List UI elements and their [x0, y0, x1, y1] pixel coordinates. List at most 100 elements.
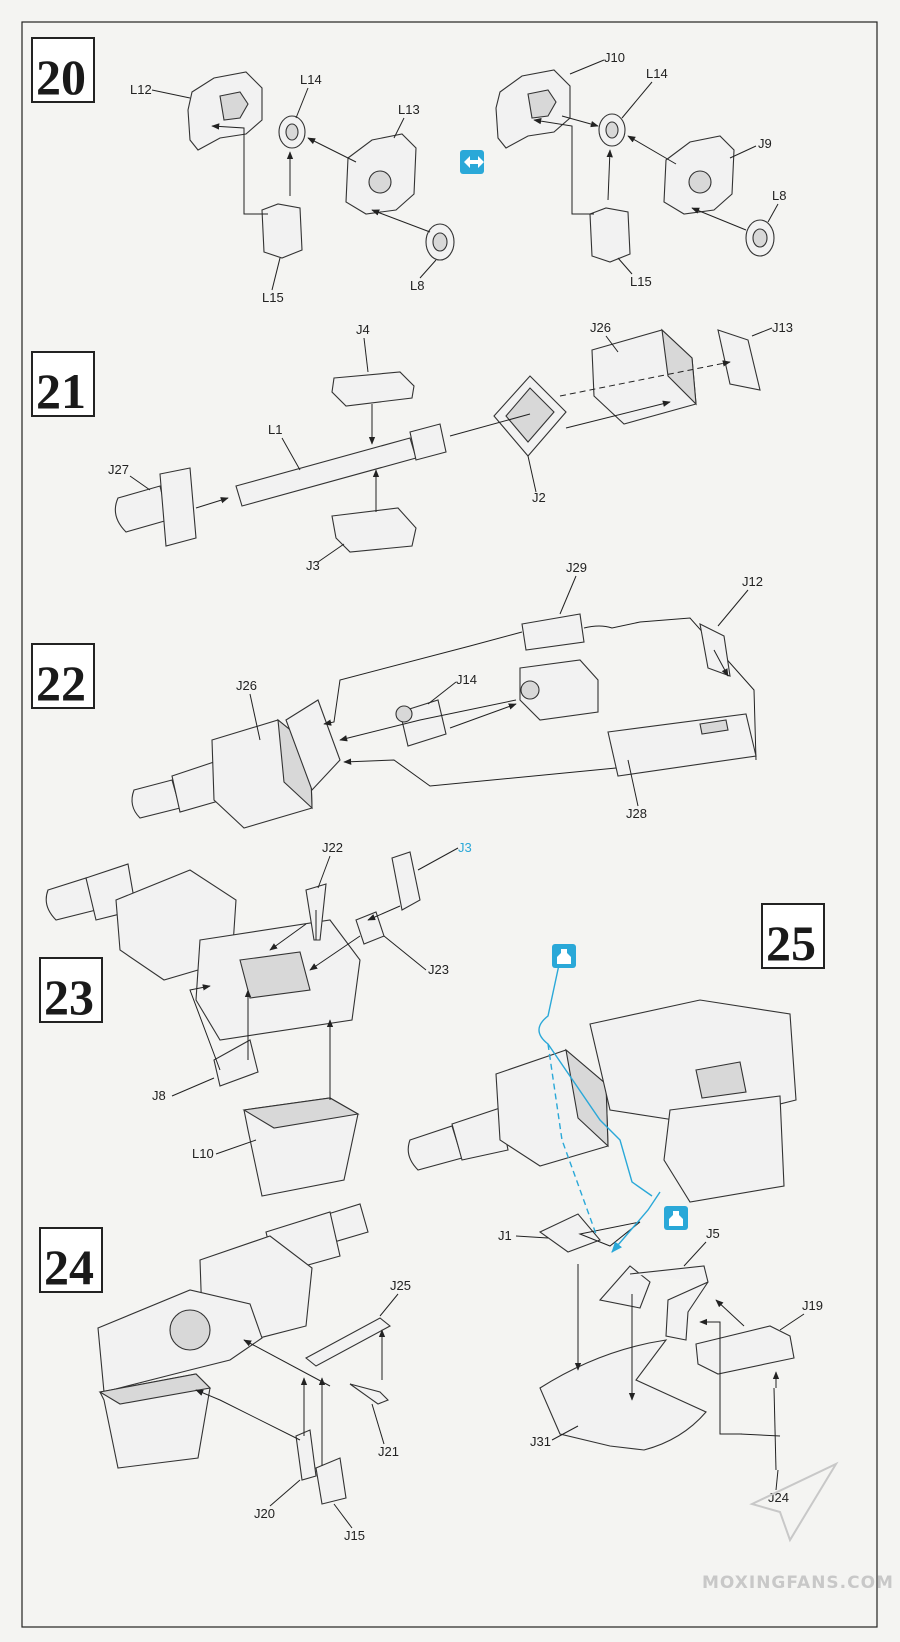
label-l8-b: L8 [772, 188, 786, 203]
part-j26-side [661, 328, 697, 406]
part-j15 [315, 1457, 347, 1505]
part-l8-hub [432, 232, 448, 252]
label-j23: J23 [428, 962, 449, 977]
label-j25: J25 [390, 1278, 411, 1293]
step-21: 21 J4 J26 J13 L1 J27 J3 [31, 320, 793, 573]
leader-line [371, 1403, 385, 1445]
arrow [195, 1389, 301, 1441]
step-number-box [39, 1227, 103, 1293]
label-j26: J26 [590, 320, 611, 335]
part-basket-rim [98, 1373, 212, 1405]
arrow [699, 1318, 742, 1435]
step-number-box [39, 957, 103, 1023]
part-upper-mechanism [589, 999, 797, 1125]
leader-line [271, 257, 281, 291]
arrow [533, 117, 594, 215]
part-j26-side [565, 1048, 609, 1148]
leader-line [751, 327, 773, 337]
label-j19: J19 [802, 1298, 823, 1313]
part-l14-b-hole [605, 121, 619, 139]
part-mechanism-block [519, 659, 599, 721]
watermark-text: MOXINGFANS.COM [702, 1573, 894, 1593]
label-j13: J13 [772, 320, 793, 335]
label-l14-b: L14 [646, 66, 668, 81]
label-j9: J9 [758, 136, 772, 151]
label-j4: J4 [356, 322, 370, 337]
arrow [309, 935, 361, 971]
step-number: 25 [766, 915, 816, 971]
part-j20 [295, 1429, 317, 1481]
arrow [307, 137, 357, 163]
arrow [715, 1299, 745, 1327]
leader-line [683, 1241, 707, 1267]
leader-line [527, 455, 537, 493]
step-number: 22 [36, 655, 86, 711]
part-j27 [114, 485, 169, 533]
part-j25 [305, 1317, 391, 1367]
step-25: 25 [407, 903, 825, 1505]
leader-line [333, 1503, 353, 1529]
label-l8: L8 [410, 278, 424, 293]
part-j28 [607, 713, 757, 777]
step-24: 24 J25 J21 J20 J15 [39, 1203, 411, 1543]
part-j21 [349, 1383, 389, 1405]
label-j29: J29 [566, 560, 587, 575]
arrow [189, 984, 221, 1071]
part-l1 [235, 437, 417, 507]
label-l10: L10 [192, 1146, 214, 1161]
mirror-assembly-icon [460, 150, 484, 174]
part-j12 [699, 623, 731, 677]
part-barrel [451, 1107, 509, 1161]
label-l1: L1 [268, 422, 282, 437]
leader-line [605, 335, 619, 353]
part-j5 [598, 1265, 651, 1309]
arrow [449, 703, 517, 729]
label-j2: J2 [532, 490, 546, 505]
part-j28-slot [699, 719, 729, 735]
leader-line [551, 1425, 579, 1441]
label-j12: J12 [742, 574, 763, 589]
leader-line [281, 437, 301, 471]
leader-line [215, 1139, 257, 1155]
arrow [606, 149, 613, 201]
part-muzzle [131, 779, 181, 819]
glue-path [547, 1043, 597, 1235]
step-20: 20 L12 L14 L13 L15 L8 [31, 37, 786, 305]
part-j8 [213, 1039, 259, 1087]
step-number: 24 [44, 1239, 94, 1295]
part-basket [663, 1095, 785, 1203]
part-l13-detail [368, 170, 392, 194]
leader-line [417, 847, 459, 871]
leader-line [393, 117, 405, 139]
arrow [627, 135, 677, 165]
label-j14: J14 [456, 672, 477, 687]
arrow [691, 207, 747, 231]
part-j2-frame [285, 699, 341, 792]
leader-line [363, 337, 369, 373]
label-j27: J27 [108, 462, 129, 477]
leader-line [249, 693, 261, 741]
leader-line [569, 59, 605, 75]
leader-line [559, 575, 577, 615]
step-23: 23 J22 J3 J23 J8 L10 [39, 840, 472, 1197]
step-number-box [31, 37, 95, 103]
part-l14-hole [285, 123, 299, 141]
glue-path [611, 1191, 661, 1253]
label-l14: L14 [300, 72, 322, 87]
step-number-box [31, 351, 95, 417]
leader-line [419, 259, 437, 279]
leader-line [427, 681, 457, 705]
leader-line [171, 1077, 215, 1097]
arrow [343, 758, 617, 787]
glue-bottle-icon [664, 1206, 688, 1230]
part-l8-b-hub [752, 228, 768, 248]
label-j5: J5 [706, 1226, 720, 1241]
leader-line [767, 203, 779, 223]
part-j14-detail [395, 705, 413, 723]
part-l15 [261, 203, 303, 259]
part-cradle-detail [239, 951, 311, 999]
leader-line [295, 87, 309, 119]
arrow [449, 413, 531, 437]
arrow [561, 115, 599, 128]
step-number-box [31, 643, 95, 709]
